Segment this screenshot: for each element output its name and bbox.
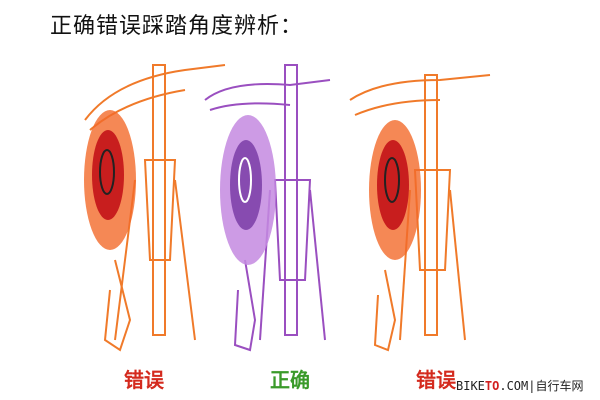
cyclist-figure-wrong-right [340,60,500,360]
label-wrong-right: 错误 [416,368,456,392]
label-correct: 正确 [270,368,310,392]
label-wrong-left: 错误 [124,368,164,392]
watermark-part2: TO [484,379,500,393]
cyclist-figure-wrong-left [75,60,235,360]
watermark-part1: BIKE [456,379,485,393]
watermark-part3: .COM|自行车网 [499,379,584,393]
cyclist-figure-correct [200,60,360,360]
watermark: BIKETO.COM|自行车网 [456,377,583,394]
page-title: 正确错误踩踏角度辨析： [50,14,304,39]
